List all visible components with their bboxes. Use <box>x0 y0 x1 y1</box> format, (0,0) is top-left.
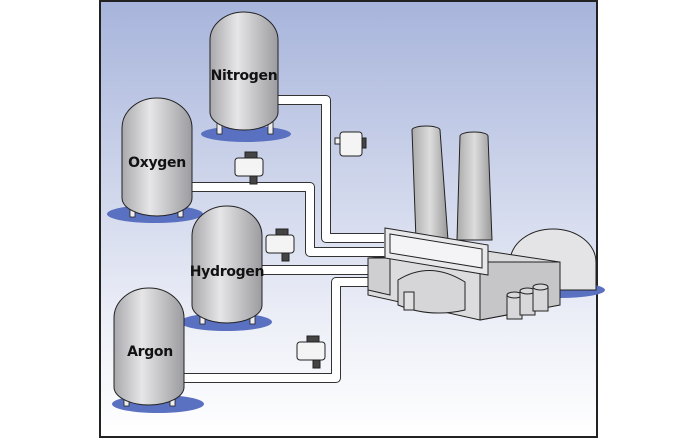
pressure-sensors <box>234 131 367 369</box>
sensor-icon <box>296 335 326 369</box>
tank-label: Argon <box>127 344 173 360</box>
pipes <box>184 95 384 383</box>
sensor-icon <box>334 131 367 157</box>
sensor-icon <box>234 151 264 185</box>
chimney <box>411 125 449 241</box>
tank-nitrogen: Nitrogen <box>201 11 291 142</box>
chimney <box>456 131 493 241</box>
tank-hydrogen: Hydrogen <box>180 205 272 331</box>
sensor-icon <box>265 228 295 262</box>
factory <box>367 125 605 321</box>
tank-label: Oxygen <box>128 155 186 171</box>
tank-label: Nitrogen <box>211 68 278 84</box>
tank-oxygen: Oxygen <box>107 97 203 223</box>
tank-label: Hydrogen <box>190 264 264 280</box>
tank-argon: Argon <box>112 287 204 413</box>
nitrogen-pipe <box>276 96 384 242</box>
argon-pipe <box>184 278 370 382</box>
oxygen-pipe <box>190 183 384 256</box>
